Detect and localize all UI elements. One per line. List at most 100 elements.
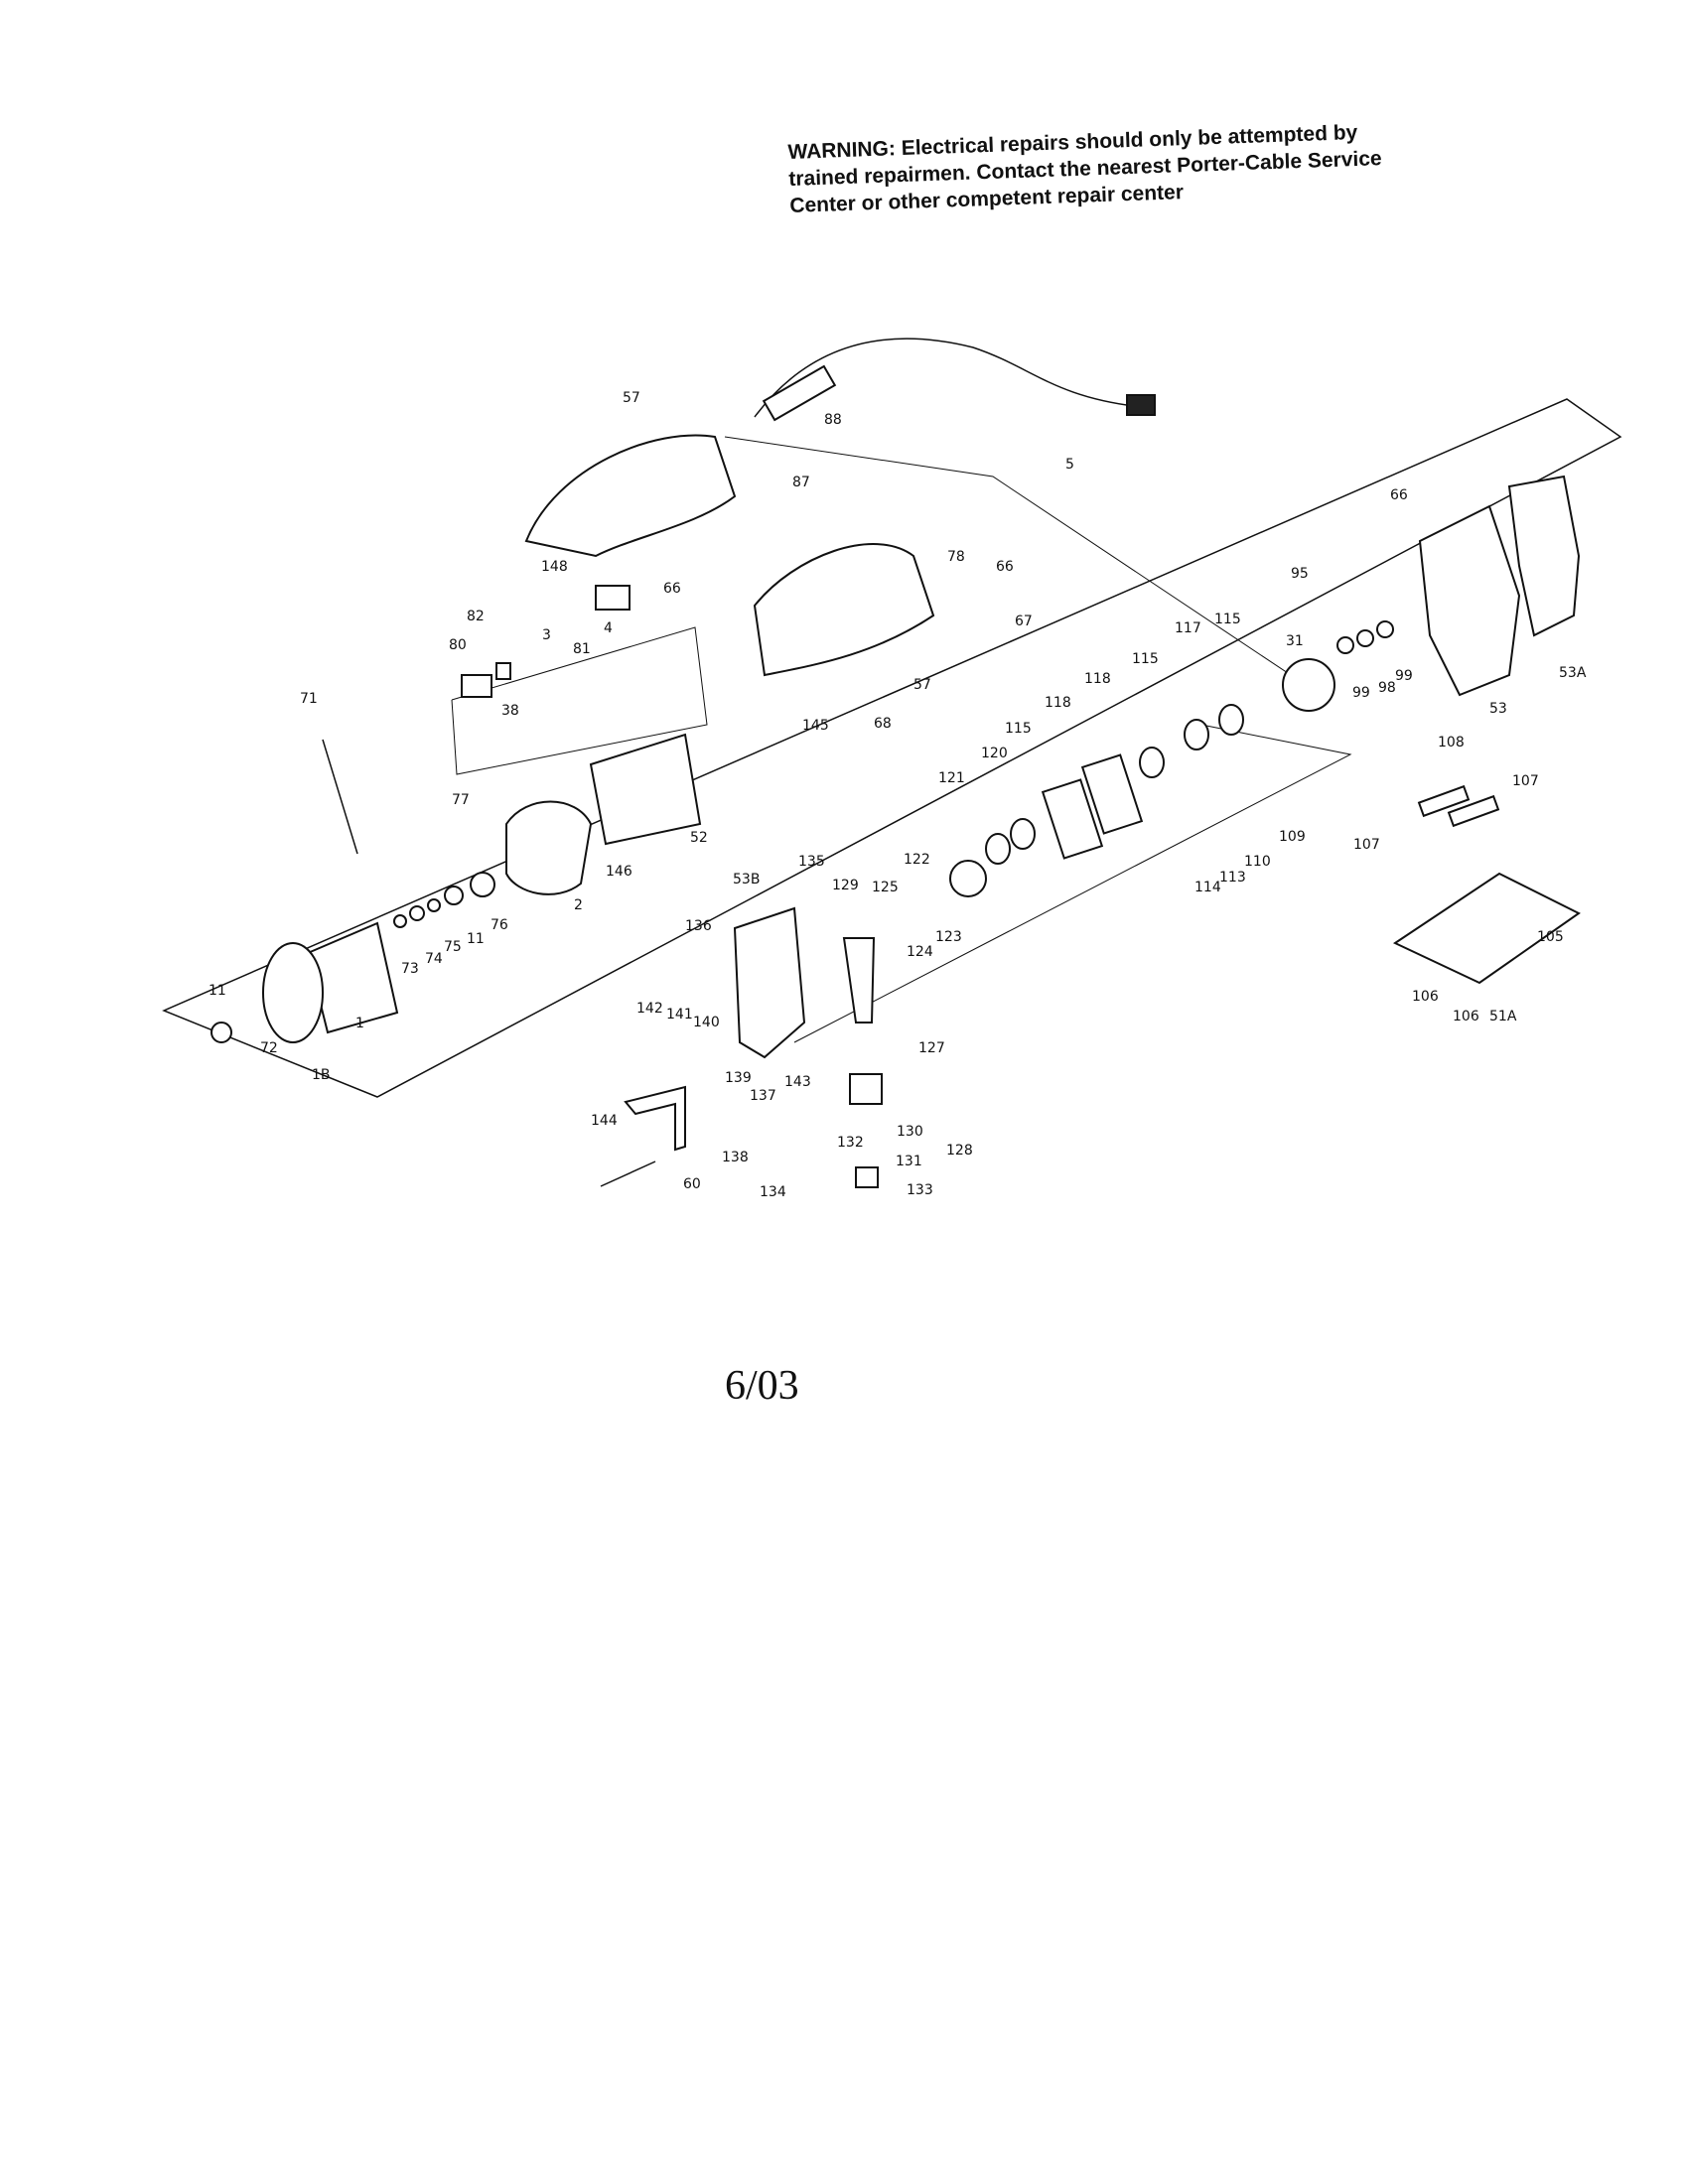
- washer-75: [427, 898, 441, 912]
- callout-53A: 53A: [1559, 665, 1587, 681]
- callout-87: 87: [792, 475, 810, 490]
- brush-38: [495, 662, 511, 680]
- callout-115-a: 115: [1214, 612, 1241, 627]
- callout-4: 4: [604, 620, 613, 636]
- gear-subassembly-frame: [793, 724, 1352, 1043]
- callout-76: 76: [491, 917, 508, 933]
- clamp-107-a: [1417, 784, 1471, 818]
- switch-148: [595, 585, 631, 611]
- callout-75: 75: [444, 939, 462, 955]
- power-cord: [754, 338, 1143, 418]
- block-130: [849, 1073, 883, 1105]
- callout-144: 144: [591, 1113, 618, 1129]
- callout-71: 71: [300, 691, 318, 707]
- callout-74: 74: [425, 951, 443, 967]
- ring-115-b: [1139, 747, 1165, 778]
- callout-132: 132: [837, 1135, 864, 1151]
- revision-date: 6/03: [725, 1363, 799, 1409]
- washer-99-a: [1336, 636, 1354, 654]
- callout-108: 108: [1438, 735, 1465, 751]
- bearing-11-front: [210, 1022, 232, 1043]
- callout-118-a: 118: [1084, 671, 1111, 687]
- callout-145: 145: [802, 718, 829, 734]
- callout-66-a: 66: [996, 559, 1014, 575]
- clamp-107-b: [1447, 794, 1500, 828]
- callout-124: 124: [907, 944, 933, 960]
- callout-2: 2: [574, 897, 583, 913]
- callout-122: 122: [904, 852, 930, 868]
- callout-131: 131: [896, 1154, 922, 1169]
- callout-117: 117: [1175, 620, 1201, 636]
- callout-146: 146: [606, 864, 632, 880]
- callout-95: 95: [1291, 566, 1309, 582]
- brush-holder-80: [461, 674, 492, 698]
- callout-99-a: 99: [1352, 685, 1370, 701]
- callout-115-b: 115: [1132, 651, 1159, 667]
- callout-148: 148: [541, 559, 568, 575]
- callout-143: 143: [784, 1074, 811, 1090]
- bearing-76: [470, 872, 495, 897]
- callout-3: 3: [542, 627, 551, 643]
- callout-38: 38: [501, 703, 519, 719]
- ring-115-a: [1218, 704, 1244, 736]
- callout-134: 134: [760, 1184, 786, 1200]
- callout-106-b: 106: [1453, 1009, 1479, 1024]
- callout-66-b: 66: [1390, 487, 1408, 503]
- callout-106-a: 106: [1412, 989, 1439, 1005]
- callout-130: 130: [897, 1124, 923, 1140]
- callout-121: 121: [938, 770, 965, 786]
- base-plate-105: [1392, 872, 1581, 985]
- callout-109: 109: [1279, 829, 1306, 845]
- plate-118-a: [1080, 753, 1144, 835]
- callout-125: 125: [872, 880, 899, 895]
- callout-53B: 53B: [733, 872, 760, 887]
- callout-120: 120: [981, 746, 1008, 761]
- callout-107-right: 107: [1512, 773, 1539, 789]
- cord-strain-relief: [762, 364, 837, 422]
- callout-73: 73: [401, 961, 419, 977]
- callout-142: 142: [636, 1001, 663, 1017]
- callout-77: 77: [452, 792, 470, 808]
- callout-114: 114: [1194, 880, 1221, 895]
- callout-127: 127: [918, 1040, 945, 1056]
- plug: [1126, 394, 1156, 416]
- callout-51A: 51A: [1489, 1009, 1517, 1024]
- callout-138: 138: [722, 1150, 749, 1165]
- callout-139: 139: [725, 1070, 752, 1086]
- callout-99-b: 99: [1395, 668, 1413, 684]
- handle-lower: [753, 543, 935, 677]
- callout-11-front: 11: [209, 983, 226, 999]
- callout-11-rear: 11: [467, 931, 485, 947]
- fan-1B: [262, 942, 324, 1043]
- callout-81: 81: [573, 641, 591, 657]
- callout-110: 110: [1244, 854, 1271, 870]
- callout-78: 78: [947, 549, 965, 565]
- callout-98: 98: [1378, 680, 1396, 696]
- callout-133: 133: [907, 1182, 933, 1198]
- washer-98: [1356, 629, 1374, 647]
- callout-115-c: 115: [1005, 721, 1032, 737]
- callout-136: 136: [685, 918, 712, 934]
- callout-141: 141: [666, 1007, 693, 1023]
- end-cover-53A: [1507, 475, 1581, 637]
- field-housing-52: [589, 733, 702, 846]
- callout-88: 88: [824, 412, 842, 428]
- callout-60: 60: [683, 1176, 701, 1192]
- callout-31: 31: [1286, 633, 1304, 649]
- washer-99-b: [1376, 620, 1394, 638]
- callout-135: 135: [798, 854, 825, 870]
- cam-121: [949, 860, 987, 897]
- assembly-plane: [162, 398, 1622, 1098]
- callout-137: 137: [750, 1088, 776, 1104]
- callout-128: 128: [946, 1143, 973, 1159]
- washer-73: [393, 914, 407, 928]
- callout-57-upper: 57: [623, 390, 640, 406]
- bracket-60: [624, 1085, 686, 1152]
- callout-53: 53: [1489, 701, 1507, 717]
- callout-68: 68: [874, 716, 892, 732]
- callout-140: 140: [693, 1015, 720, 1030]
- block-132: [855, 1166, 879, 1188]
- handle-upper: [524, 434, 737, 558]
- ring-115-c: [1010, 818, 1036, 850]
